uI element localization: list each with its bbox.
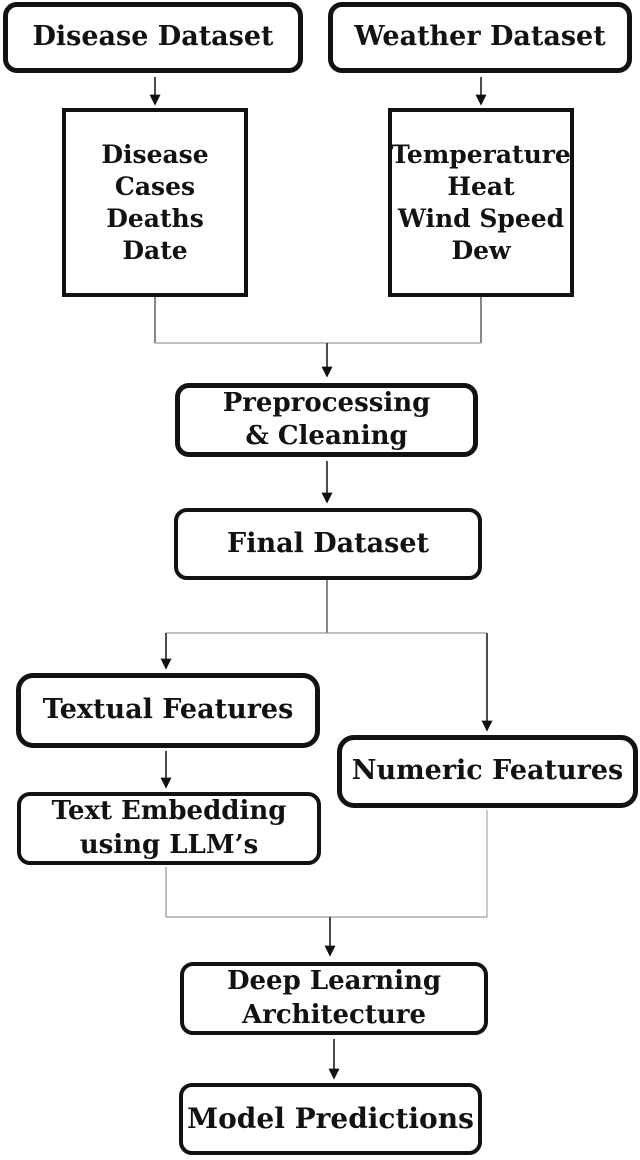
- node-label: Final Dataset: [227, 527, 429, 559]
- node-model-predictions: Model Predictions: [179, 1083, 482, 1155]
- node-line: Preprocessing: [222, 387, 431, 418]
- node-line: & Cleaning: [245, 421, 408, 451]
- node-line: Cases: [114, 171, 196, 201]
- node-numeric-features: Numeric Features: [337, 735, 638, 808]
- node-label: Weather Dataset: [354, 21, 606, 53]
- node-text-embedding: Text Embedding using LLM’s: [17, 792, 321, 865]
- node-line: Architecture: [241, 999, 427, 1030]
- node-preprocessing: Preprocessing & Cleaning: [175, 383, 478, 457]
- node-label: Disease Dataset: [32, 21, 274, 53]
- node-weather-dataset: Weather Dataset: [328, 2, 632, 73]
- node-deep-learning: Deep Learning Architecture: [180, 962, 488, 1035]
- node-line: Disease: [101, 139, 209, 169]
- node-line: Heat: [447, 171, 515, 201]
- node-line: Deaths: [106, 203, 204, 233]
- node-line: Text Embedding: [51, 796, 287, 827]
- node-final-dataset: Final Dataset: [174, 508, 482, 580]
- node-label: Model Predictions: [187, 1102, 474, 1136]
- node-disease-dataset: Disease Dataset: [3, 2, 303, 73]
- node-line: Wind Speed: [397, 203, 565, 233]
- node-line: Dew: [451, 235, 511, 265]
- node-line: Deep Learning: [226, 966, 442, 997]
- node-line: using LLM’s: [79, 829, 259, 860]
- node-disease-fields: Disease Cases Deaths Date: [62, 108, 248, 297]
- node-weather-fields: Temperature Heat Wind Speed Dew: [388, 108, 574, 297]
- node-line: Date: [122, 235, 188, 265]
- node-label: Numeric Features: [351, 755, 624, 787]
- node-textual-features: Textual Features: [16, 673, 320, 748]
- node-label: Textual Features: [42, 694, 294, 726]
- node-line: Temperature: [391, 139, 571, 169]
